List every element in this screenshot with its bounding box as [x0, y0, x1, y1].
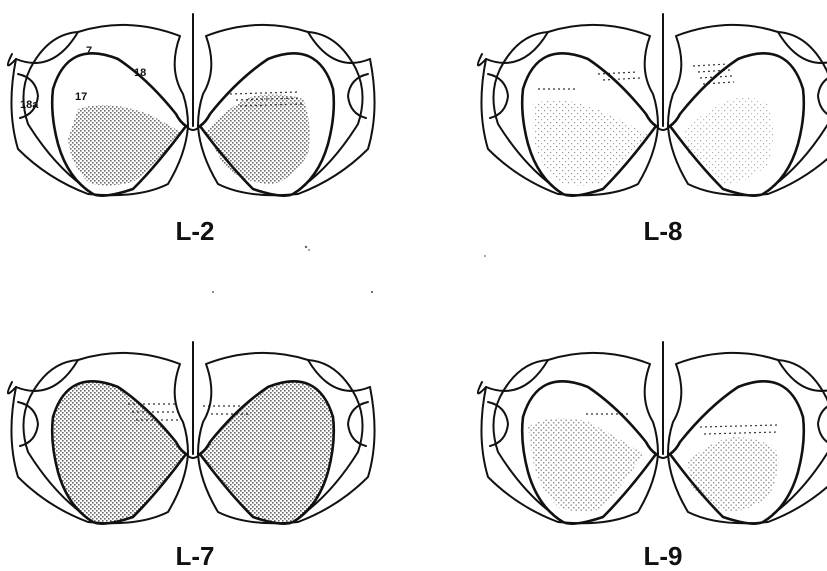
l2-right-shading: [206, 95, 310, 184]
panel-l9: [478, 342, 827, 524]
l9-dotted-lines: [586, 414, 778, 434]
area-label-17: 17: [75, 91, 87, 103]
l9-left-shading: [528, 418, 643, 511]
l8-right-shading: [683, 97, 773, 184]
area-label-18: 18: [134, 67, 146, 79]
l8-left-shading: [533, 100, 648, 186]
area-label-7: 7: [86, 45, 92, 57]
panel-label-l8: L-8: [644, 216, 683, 246]
panel-label-l7: L-7: [176, 541, 215, 571]
panel-label-l9: L-9: [644, 541, 683, 571]
panel-l8: [478, 14, 827, 196]
area-label-18a: 18a: [20, 99, 39, 111]
l2-left-shading: [68, 105, 180, 186]
l9-right-shading: [688, 437, 778, 512]
panel-label-l2: L-2: [176, 216, 215, 246]
scan-specks: [212, 246, 486, 293]
panel-l7: [8, 342, 375, 524]
panel-l2: 7 18 17 18a: [8, 14, 375, 196]
